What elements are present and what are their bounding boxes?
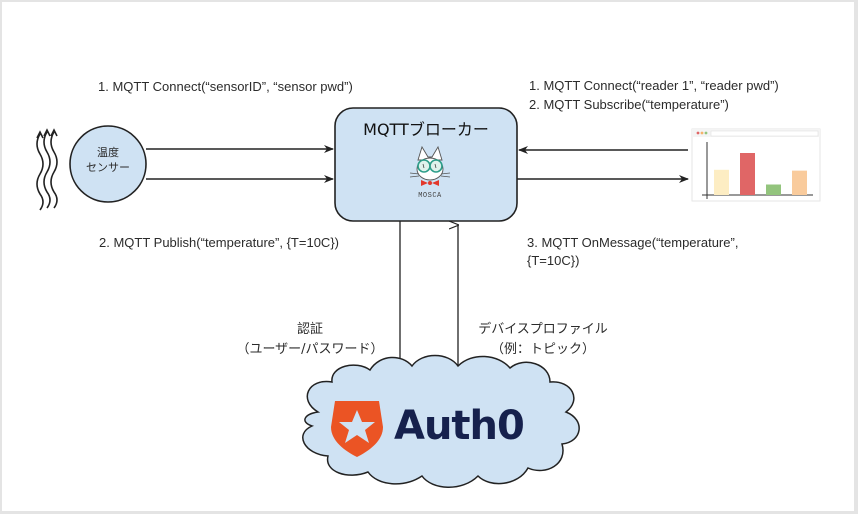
auth-label: 認証 （ユーザー/パスワード） (220, 320, 400, 360)
dashboard-bar (740, 153, 755, 195)
auth0-wordmark: Auth0 (394, 403, 525, 449)
reader-onmessage-label: 3. MQTT OnMessage(“temperature”, {T=10C}… (527, 234, 738, 270)
auth-label-line1: 認証 (296, 322, 323, 337)
sensor-publish-label: 2. MQTT Publish(“temperature”, {T=10C}) (99, 235, 339, 250)
auth0-cloud-node (302, 354, 580, 488)
profile-label: デバイスプロファイル （例：トピック） (458, 320, 628, 360)
reader-subscribe-label: 2. MQTT Subscribe(“temperature”) (529, 97, 729, 112)
profile-label-line1: デバイスプロファイル (478, 322, 608, 337)
auth-label-line2: （ユーザー/パスワード） (236, 342, 384, 357)
mosca-logo-text: MOSCA (418, 192, 442, 200)
dashboard-bar (714, 169, 729, 195)
dashboard-bar-chart-icon (691, 128, 821, 202)
auth0-shield-icon (331, 401, 383, 457)
temperature-sensor-node (69, 125, 147, 203)
sensor-label-line1: 温度 (97, 146, 119, 159)
sensor-label-line2: センサー (86, 161, 130, 174)
reader-onmessage-line2: {T=10C}) (527, 253, 580, 268)
profile-label-line2: （例：トピック） (490, 342, 595, 357)
dashboard-bar (792, 170, 807, 195)
heat-waves-icon (36, 128, 58, 211)
mosca-cat-icon (409, 145, 451, 186)
sensor-connect-label: 1. MQTT Connect(“sensorID”, “sensor pwd”… (98, 79, 353, 94)
sensor-label: 温度 センサー (68, 145, 148, 175)
reader-onmessage-line1: 3. MQTT OnMessage(“temperature”, (527, 235, 739, 250)
dashboard-bar (766, 184, 781, 195)
reader-connect-label: 1. MQTT Connect(“reader 1”, “reader pwd”… (529, 78, 779, 93)
broker-title: MQTTブローカー (363, 120, 489, 139)
